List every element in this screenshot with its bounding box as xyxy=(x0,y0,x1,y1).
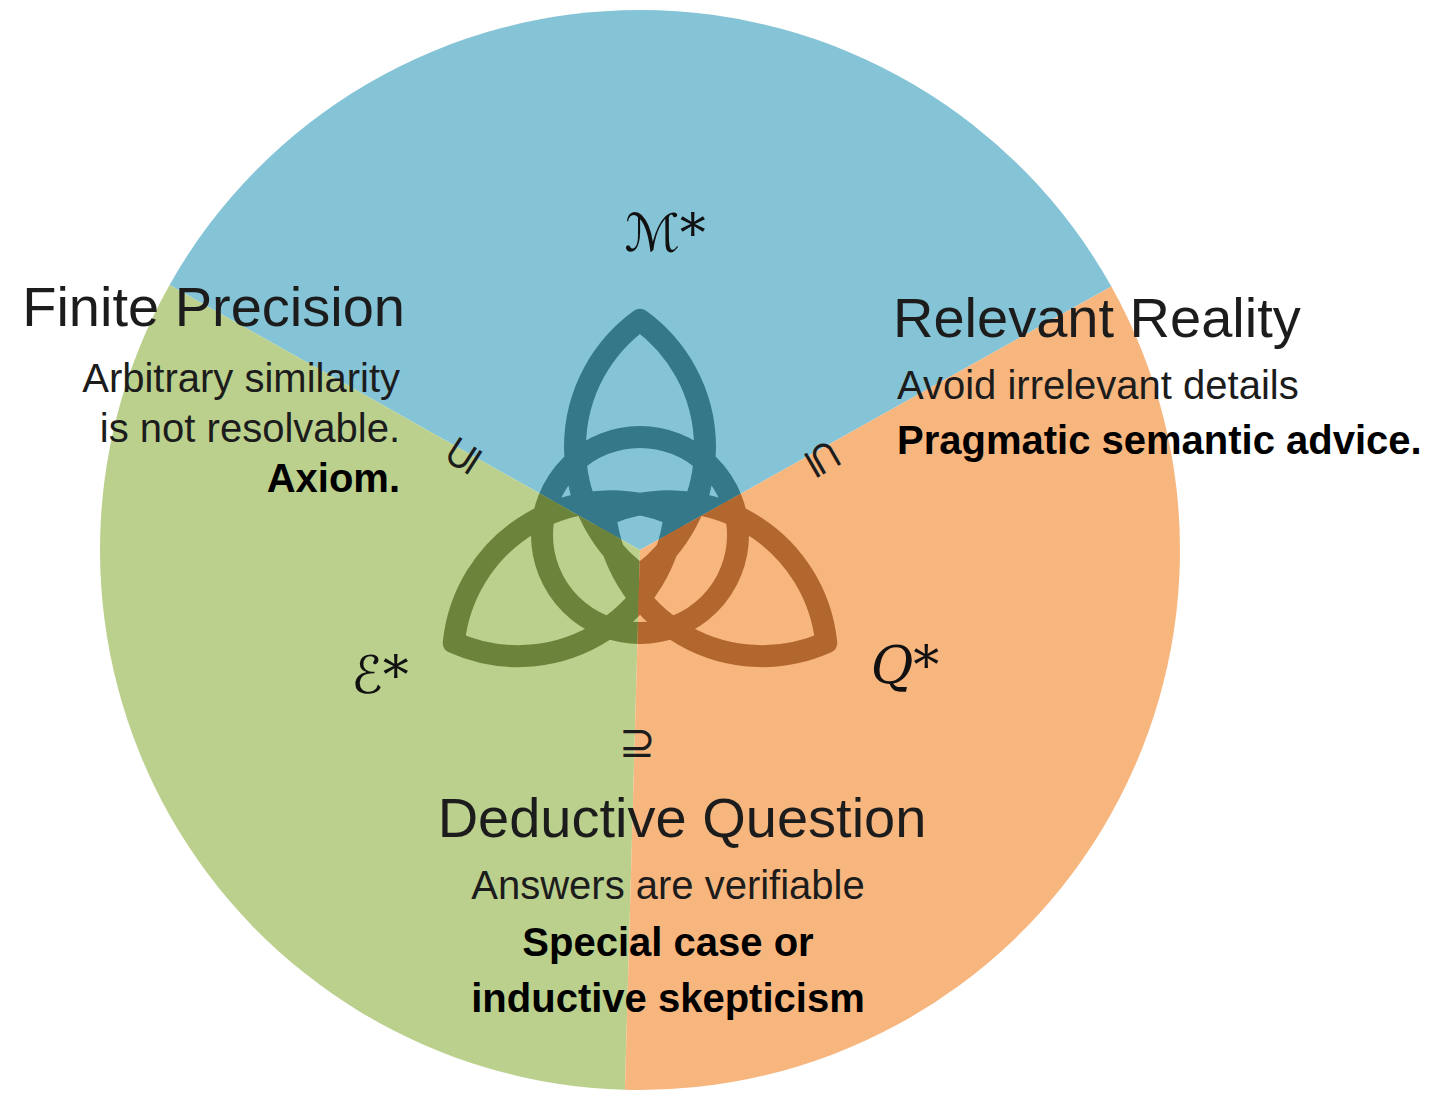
label-holder: Finite Precision xyxy=(22,273,405,340)
label-holder: Arbitrary similarity is not resolvable. xyxy=(65,353,400,453)
emphasis-text: Axiom. xyxy=(267,454,400,502)
set-symbol: ℳ* xyxy=(624,204,706,264)
label-holder: Axiom. xyxy=(267,454,400,502)
sector-fill xyxy=(625,287,1180,1090)
body-text: Arbitrary similarity is not resolvable. xyxy=(65,353,400,453)
set-holder: Q* xyxy=(871,636,940,696)
emphasis-text: Special case or inductive skepticism xyxy=(453,914,883,1026)
sector-region: ℰ* xyxy=(100,284,640,1090)
set-holder: ℰ* xyxy=(351,646,408,706)
label-holder: Avoid irrelevant details xyxy=(897,361,1299,409)
emphasis-text: Pragmatic semantic advice. xyxy=(897,416,1422,464)
heading-text: Finite Precision xyxy=(22,273,405,340)
heading-text: Deductive Question xyxy=(438,784,927,851)
set-symbol: ℰ* xyxy=(351,646,408,706)
sector-fill xyxy=(100,285,640,1090)
body-text: Answers are verifiable xyxy=(471,861,865,909)
set-holder: ℳ* xyxy=(624,204,706,264)
label-holder: Deductive Question xyxy=(438,784,927,851)
label-holder: Pragmatic semantic advice. xyxy=(897,416,1422,464)
relation-symbol: ⊇ xyxy=(619,716,656,769)
label-holder: ⊆ xyxy=(805,432,842,485)
set-symbol: Q* xyxy=(871,636,940,696)
label-holder: ⊆ xyxy=(444,429,481,482)
label-holder: Special case or inductive skepticism xyxy=(453,914,883,1026)
label-holder: Answers are verifiable xyxy=(471,861,865,909)
label-holder: ⊇ xyxy=(619,716,656,769)
body-text: Avoid irrelevant details xyxy=(897,361,1299,409)
heading-text: Relevant Reality xyxy=(893,284,1301,351)
label-holder: Relevant Reality xyxy=(893,284,1301,351)
